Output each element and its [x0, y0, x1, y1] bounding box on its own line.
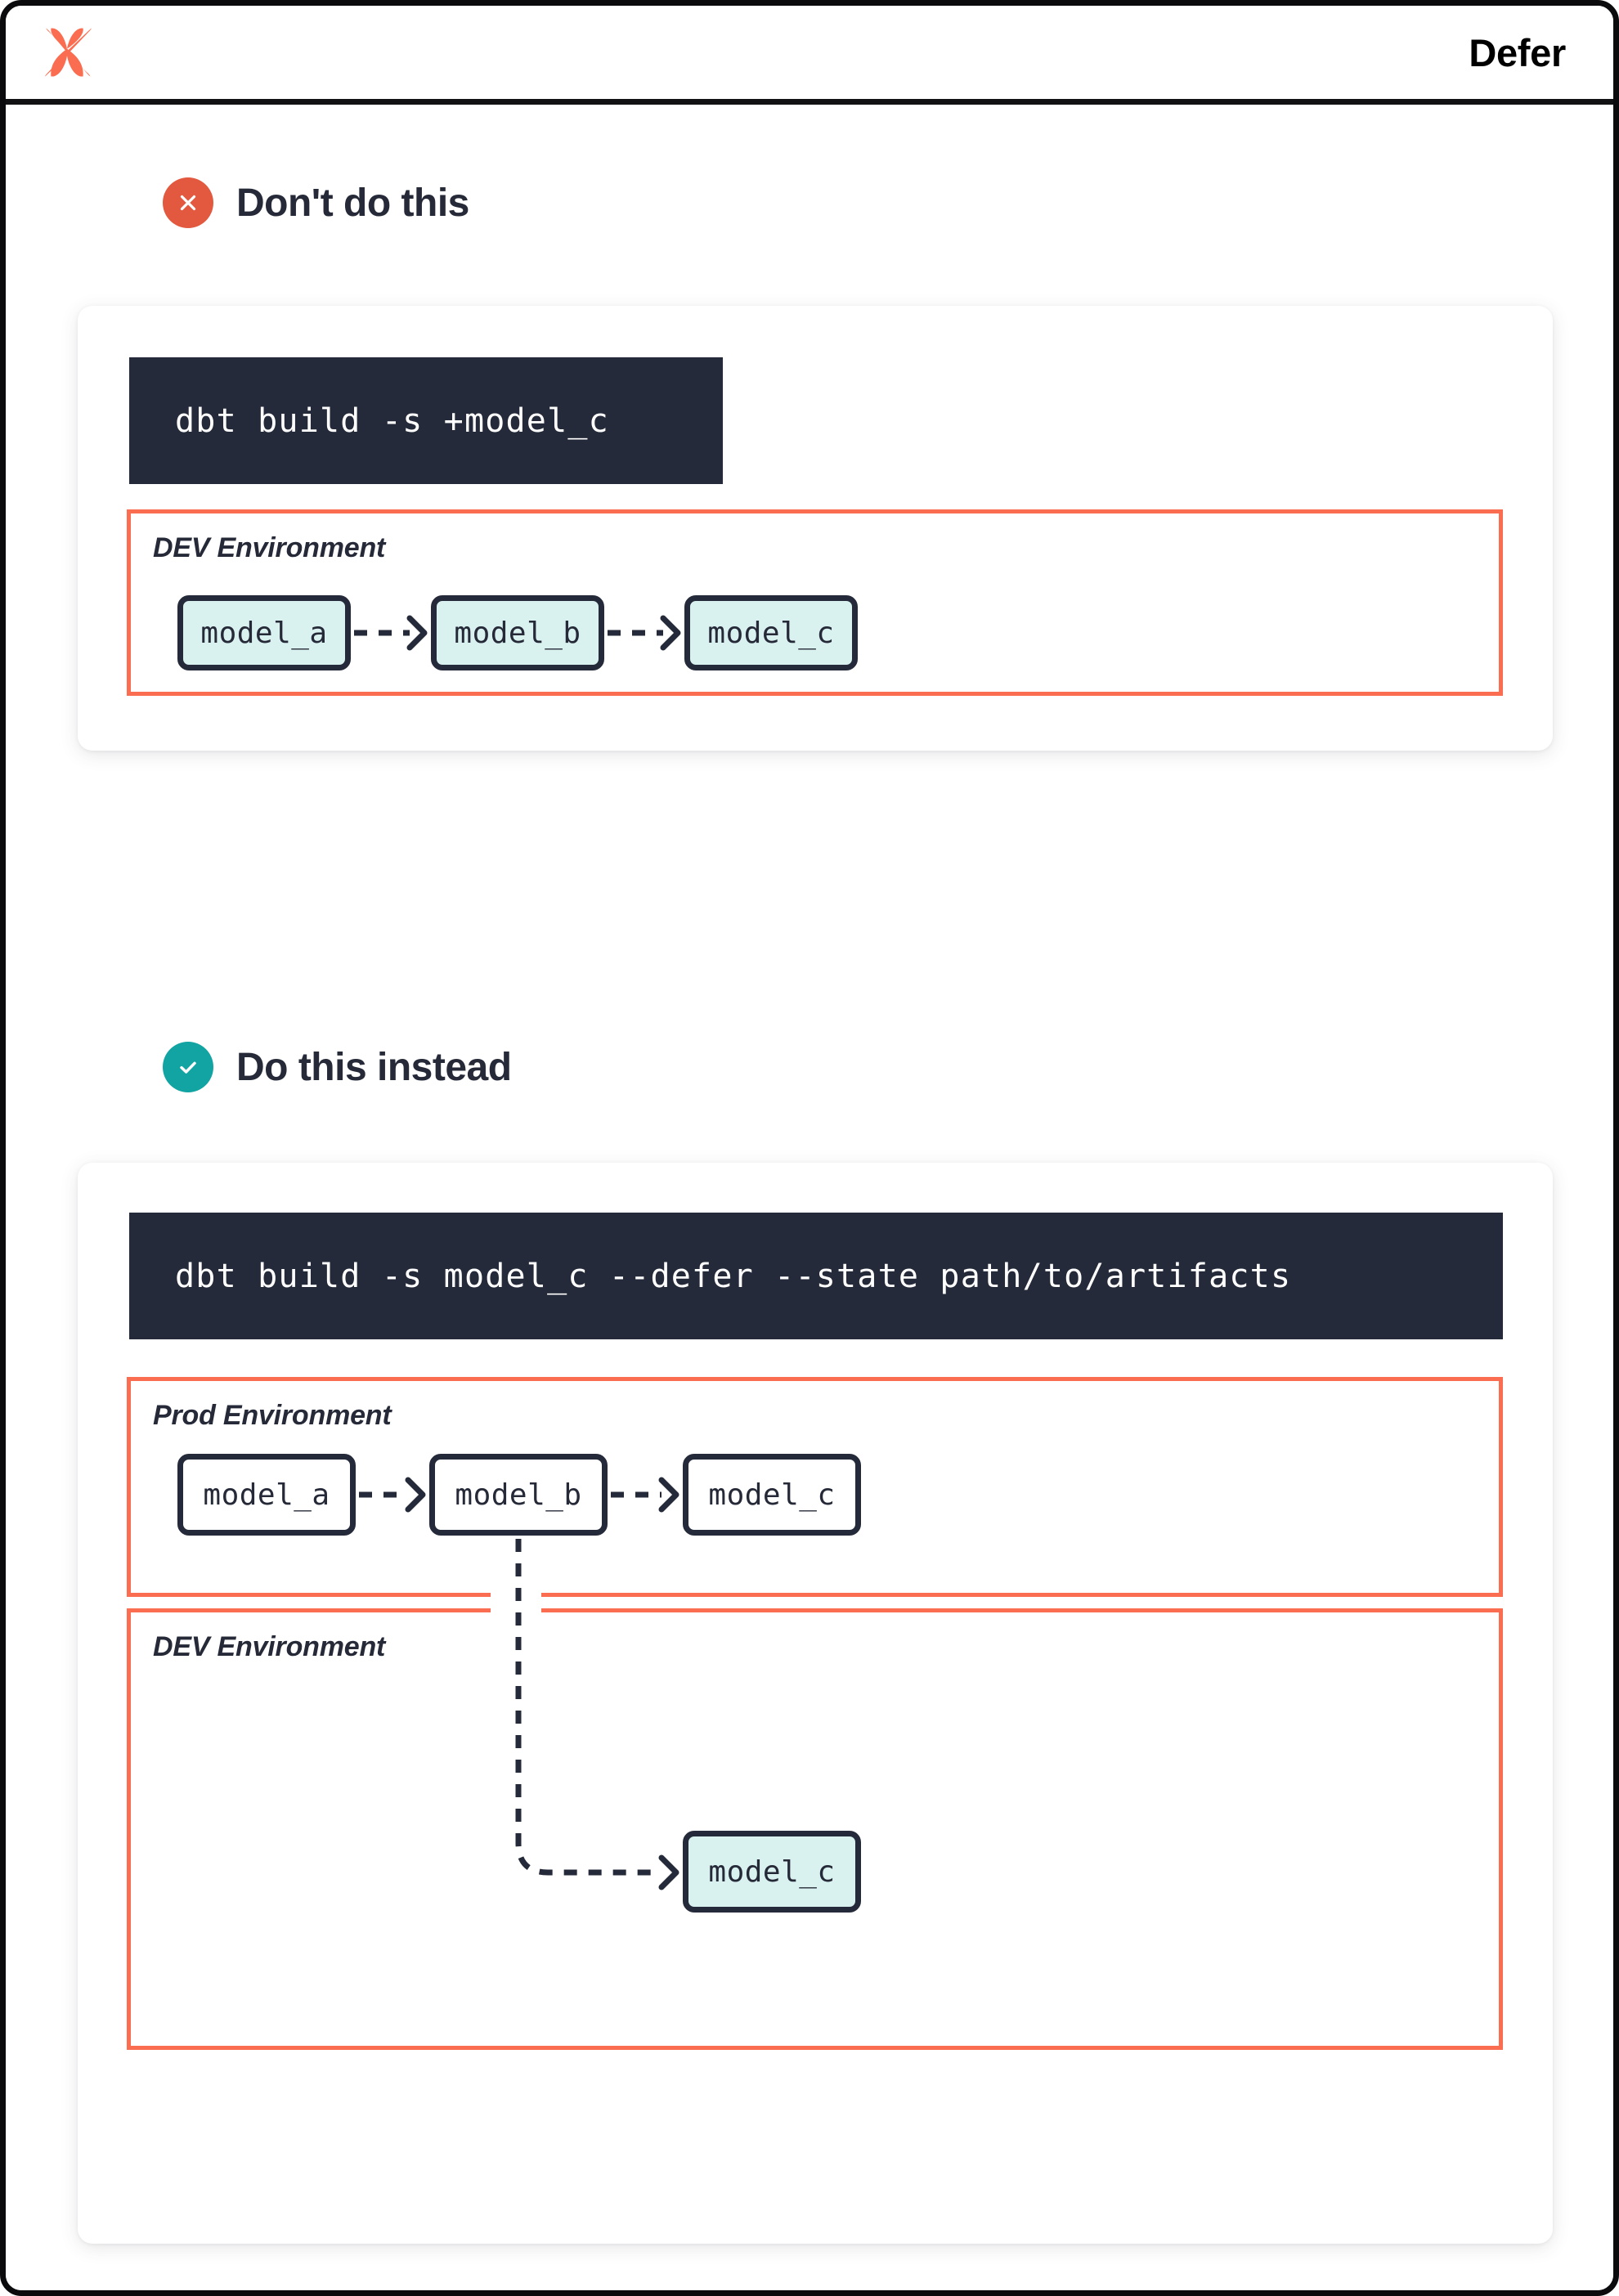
node-model-a-prod: model_a — [177, 1454, 356, 1536]
border-gap-prod-bottom — [491, 1591, 541, 1603]
node-model-b-dont: model_b — [431, 595, 604, 670]
env-box-dev-dont — [127, 509, 1503, 696]
card-do: dbt build -s model_c --defer --state pat… — [78, 1163, 1553, 2244]
section-title-dont: Don't do this — [236, 181, 469, 225]
check-circle-icon — [163, 1042, 213, 1092]
env-label-dev-do: DEV Environment — [153, 1631, 386, 1662]
section-header-do: Do this instead — [163, 1042, 512, 1092]
border-gap-dev-top — [491, 1604, 541, 1616]
node-model-c-dev: model_c — [683, 1831, 861, 1913]
env-box-prod — [127, 1377, 1503, 1597]
env-label-prod: Prod Environment — [153, 1400, 392, 1431]
env-label-dev-dont: DEV Environment — [153, 532, 386, 563]
node-model-b-prod: model_b — [429, 1454, 608, 1536]
node-model-a-dont: model_a — [177, 595, 351, 670]
node-model-c-dont: model_c — [684, 595, 858, 670]
page-body: Don't do this dbt build -s +model_c DEV … — [6, 105, 1613, 2290]
command-bar-dont: dbt build -s +model_c — [129, 357, 723, 484]
section-header-dont: Don't do this — [163, 177, 469, 228]
node-model-c-prod: model_c — [683, 1454, 861, 1536]
x-circle-icon — [163, 177, 213, 228]
command-bar-do: dbt build -s model_c --defer --state pat… — [129, 1213, 1503, 1339]
section-title-do: Do this instead — [236, 1045, 512, 1089]
page-header: Defer — [6, 6, 1613, 105]
page-title: Defer — [1469, 30, 1566, 74]
env-box-dev-do — [127, 1608, 1503, 2050]
card-dont: dbt build -s +model_c DEV Environment mo… — [78, 306, 1553, 751]
dbt-logo-icon — [38, 23, 96, 82]
